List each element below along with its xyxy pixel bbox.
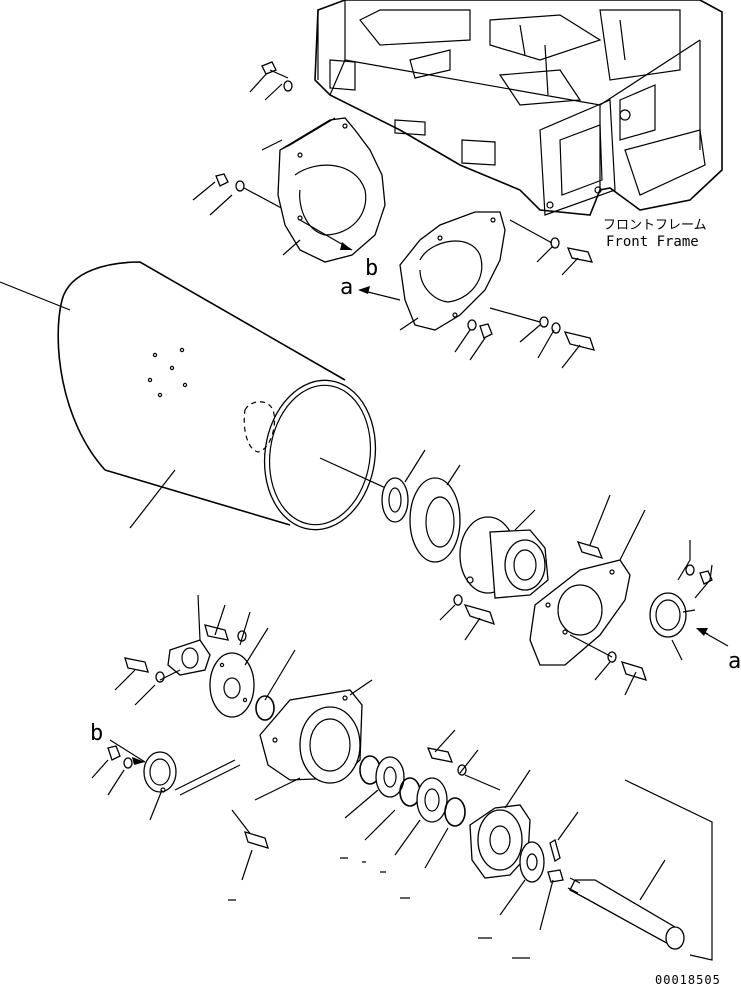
snap-ring-left bbox=[255, 649, 296, 721]
end-cover-plate bbox=[529, 509, 646, 666]
drawing-number: 00018505 bbox=[655, 973, 721, 987]
drive-shaft bbox=[567, 779, 713, 961]
lower-hub-bolt bbox=[426, 729, 501, 791]
bearing-set-lower bbox=[344, 755, 466, 869]
drum-side-hub bbox=[259, 679, 373, 784]
lower-hub-fasteners bbox=[439, 594, 496, 641]
ref-label-b-lower: b bbox=[90, 721, 103, 746]
front-frame-label: フロントフレーム Front Frame bbox=[603, 218, 707, 250]
ref-label-b-upper: b bbox=[365, 256, 378, 281]
flange-ring bbox=[409, 464, 461, 563]
front-frame-label-en: Front Frame bbox=[606, 234, 699, 250]
upper-left-fasteners bbox=[192, 61, 301, 219]
lower-left-bolt bbox=[231, 777, 301, 881]
bearing-small-lower bbox=[499, 841, 545, 916]
ref-arrows-upper: b a bbox=[299, 219, 401, 301]
key-pin bbox=[539, 811, 579, 931]
end-cap-right: a bbox=[649, 540, 741, 674]
vibrator-hub bbox=[459, 509, 549, 599]
bearing-upper bbox=[381, 449, 426, 523]
end-cap-left: b bbox=[90, 721, 241, 821]
front-frame bbox=[314, 0, 723, 216]
drive-plate bbox=[209, 627, 269, 718]
coupling-bracket bbox=[114, 594, 251, 706]
stray-marks bbox=[228, 857, 530, 959]
front-frame-label-jp: フロントフレーム bbox=[603, 218, 707, 233]
upper-right-fasteners bbox=[454, 219, 595, 369]
ref-label-a-upper: a bbox=[340, 275, 353, 300]
ref-label-a-lower: a bbox=[728, 649, 741, 674]
drum-shell bbox=[0, 261, 391, 531]
right-shield-plate bbox=[399, 211, 506, 331]
cover-fasteners-right bbox=[569, 494, 648, 696]
left-shield-plate bbox=[261, 117, 386, 263]
